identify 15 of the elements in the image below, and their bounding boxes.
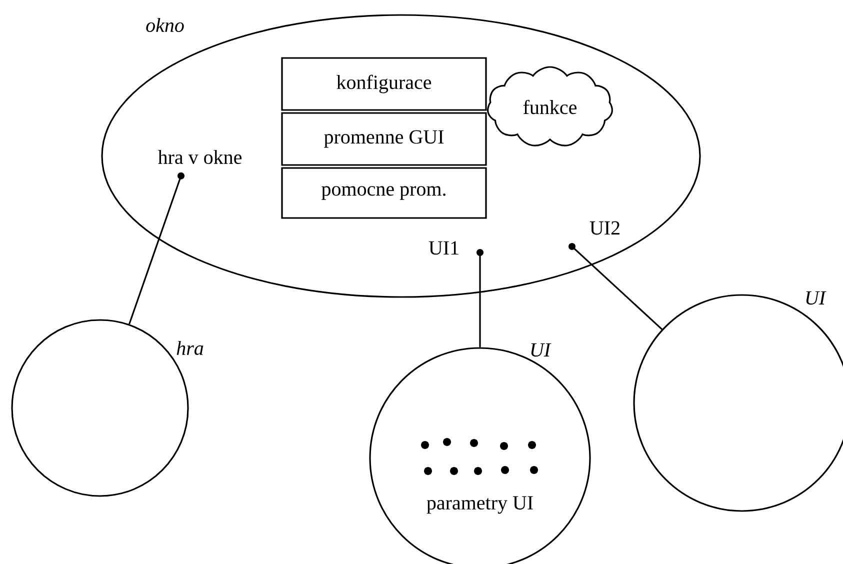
heading-label: hra: [176, 340, 204, 356]
port-label: hra v okne: [158, 150, 242, 164]
port-label: UI1: [428, 241, 458, 255]
function-cloud: funkce: [487, 66, 613, 146]
body-text: parametry UI: [426, 496, 533, 514]
heading-label: UI: [806, 291, 826, 305]
connector-line: [128, 172, 184, 324]
connector-line: [476, 249, 484, 348]
heading-label: okno: [146, 18, 184, 32]
section-box: promenne GUI: [281, 112, 487, 166]
port-label: UI2: [590, 221, 620, 235]
heading-label: UI: [531, 343, 552, 357]
connector-line: [568, 243, 662, 330]
section-box: konfigurace: [281, 57, 487, 111]
section-box: pomocne prom.: [281, 167, 487, 219]
